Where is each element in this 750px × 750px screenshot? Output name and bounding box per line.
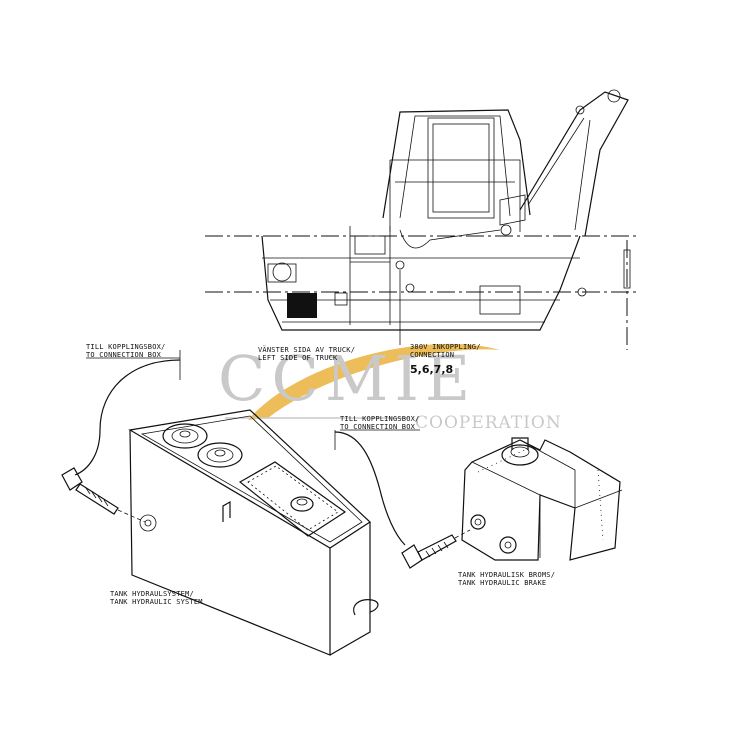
left-cable-assembly [61, 350, 181, 532]
right-cable-assembly [334, 429, 471, 569]
label-left-side-en: LEFT SIDE OF TRUCK [258, 354, 338, 362]
label-connection-box-right-en: TO CONNECTION BOX [340, 423, 416, 431]
watermark: CCMIE COOPERATION [218, 342, 562, 433]
watermark-subtext: COOPERATION [415, 413, 562, 433]
label-tank-hydraulic-en: TANK HYDRAULIC SYSTEM [110, 598, 203, 606]
label-380v-sv: 380V INKOPPLING/ [410, 343, 481, 351]
label-tank-brake-en: TANK HYDRAULIC BRAKE [458, 579, 546, 587]
tank-port-1 [162, 423, 208, 449]
brake-tank [461, 437, 623, 561]
label-tank-brake-sv: TANK HYDRAULISK BROMS/ [458, 571, 555, 579]
engine-grille [287, 293, 317, 318]
watermark-text: CCMIE [218, 342, 476, 415]
label-380v-en: CONNECTION [410, 351, 454, 359]
label-left-side-sv: VÄNSTER SIDA AV TRUCK/ [258, 345, 355, 354]
label-connection-box-left-sv: TILL KOPPLINGSBOX/ [86, 343, 165, 351]
tank-port-2 [197, 442, 243, 468]
hydraulic-tank [128, 409, 379, 656]
watermark-swoosh [248, 343, 500, 420]
label-tank-hydraulic-sv: TANK HYDRAULSYSTEM/ [110, 590, 194, 598]
label-connection-numbers: 5,6,7,8 [410, 363, 453, 376]
truck-side-view [205, 89, 640, 350]
left-plug-icon [61, 467, 83, 491]
right-plug-icon [401, 544, 423, 569]
label-connection-box-right-sv: TILL KOPPLINGSBOX/ [340, 415, 419, 423]
label-connection-box-left-en: TO CONNECTION BOX [86, 351, 162, 359]
